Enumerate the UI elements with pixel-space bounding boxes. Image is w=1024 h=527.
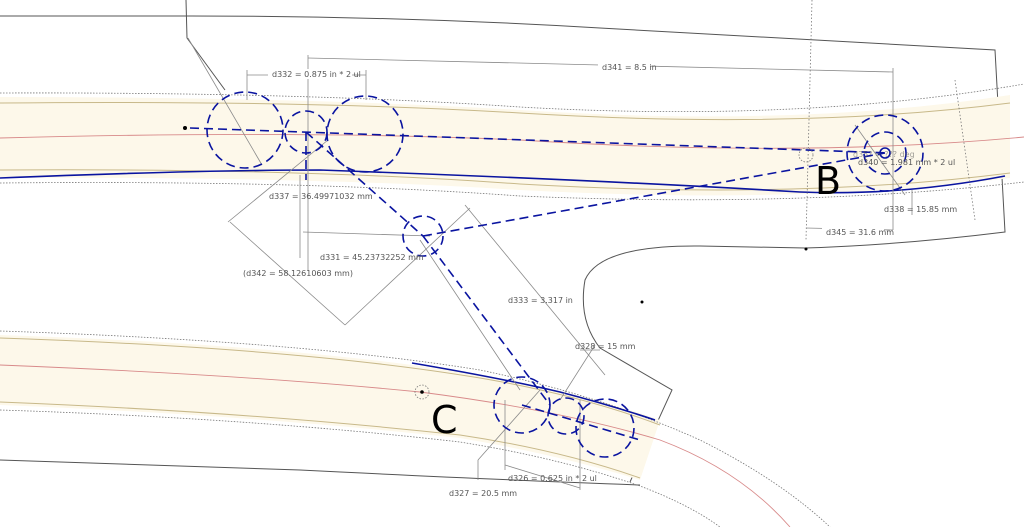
dim-d342[interactable]: (d342 = 58.12610603 mm)	[243, 269, 353, 278]
circle-left-large	[206, 91, 284, 169]
dim-d328[interactable]: d328 = 15 mm	[575, 342, 636, 351]
point-label-b: B	[815, 159, 841, 203]
dim-d337[interactable]: d337 = 36.49971032 mm	[269, 192, 373, 201]
circle-mid	[402, 215, 444, 257]
dim-d332[interactable]: d332 = 0.875 in * 2 ul	[272, 70, 361, 79]
circle-left-right	[326, 95, 404, 173]
constraint-geometry	[189, 91, 924, 458]
dim-d326[interactable]: d326 = 0.625 in * 2 ul	[508, 474, 597, 483]
dim-d340[interactable]: d340 = 1.981 mm * 2 ul	[858, 158, 955, 167]
dim-d333[interactable]: d333 = 3.317 in	[508, 296, 573, 305]
dim-d327[interactable]: d327 = 20.5 mm	[449, 489, 517, 498]
circle-b-inner	[863, 131, 907, 175]
upper-road	[0, 83, 1024, 201]
circle-b-outer	[846, 114, 924, 192]
dim-d341[interactable]: d341 = 8.5 in	[602, 63, 657, 72]
dim-d345[interactable]: d345 = 31.6 mm	[826, 228, 894, 237]
lower-road	[0, 330, 831, 527]
sketch-outline	[0, 0, 1006, 486]
dim-d338[interactable]: d338 = 15.85 mm	[884, 205, 957, 214]
point-label-c: C	[431, 398, 458, 442]
sketch-points	[183, 126, 814, 400]
circle-c-right	[575, 398, 635, 458]
dimension-labels: d332 = 0.875 in * 2 ul d341 = 8.5 in d34…	[243, 62, 957, 498]
dim-d35x[interactable]: d35? = ??? deg	[853, 150, 915, 159]
point-b-center	[879, 147, 891, 159]
circle-c-small	[547, 397, 585, 435]
construction-dotted	[805, 0, 976, 241]
dim-d331[interactable]: d331 = 45.23732252 mm	[320, 253, 424, 262]
